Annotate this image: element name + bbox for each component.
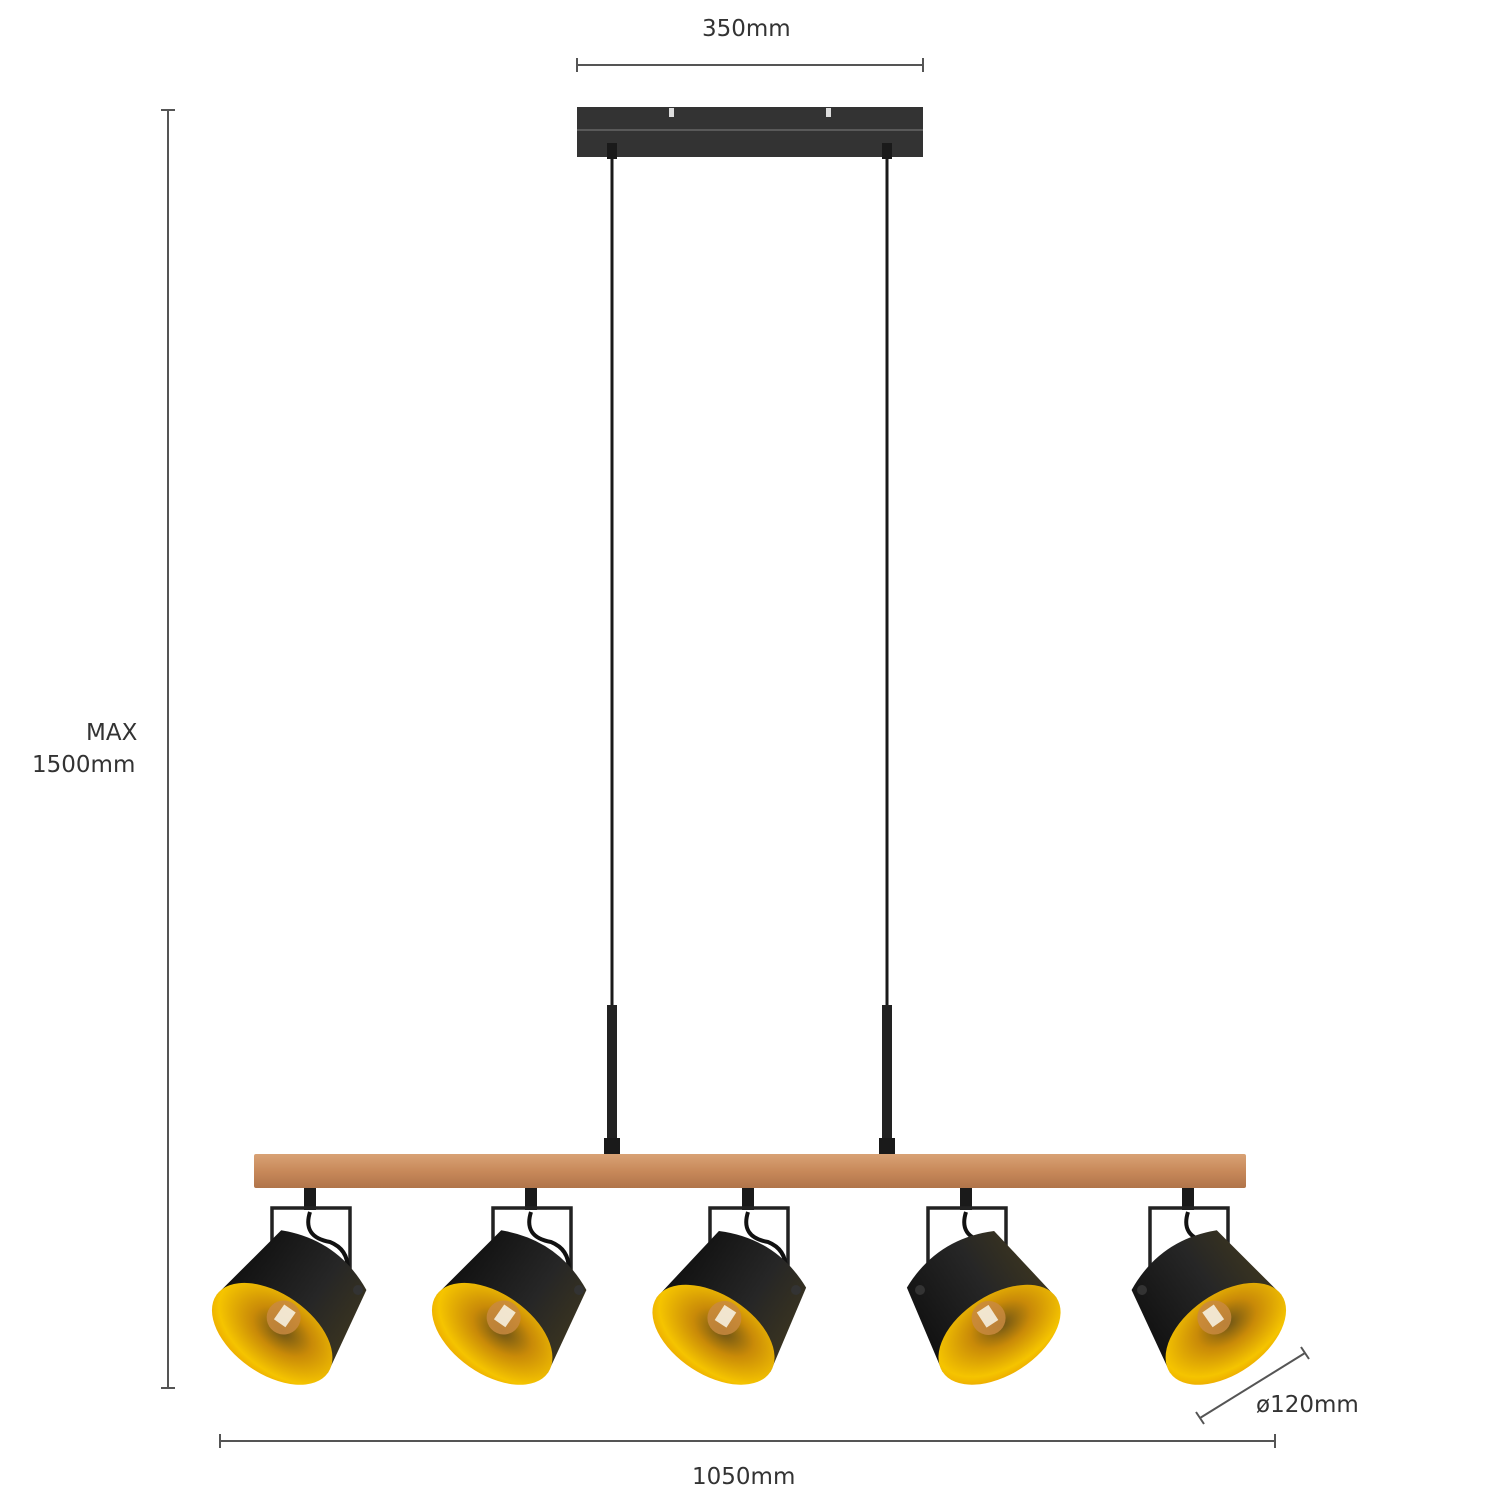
- spotlight-1: [193, 1188, 387, 1406]
- canopy-width-label: 350mm: [702, 16, 791, 42]
- max-height-label: 1500mm: [32, 752, 136, 778]
- spotlight-5: [1111, 1188, 1305, 1406]
- spotlights: [193, 1188, 1305, 1406]
- max-height-prefix: MAX: [86, 720, 138, 746]
- total-width-label: 1050mm: [692, 1464, 796, 1490]
- spotlight-3: [634, 1188, 827, 1406]
- ceiling-canopy: [577, 107, 923, 157]
- spotlight-4: [886, 1188, 1079, 1406]
- spotlight-2: [413, 1188, 607, 1406]
- shade-diameter-label: ø120mm: [1256, 1392, 1359, 1418]
- wooden-bar: [254, 1154, 1246, 1188]
- suspension-cables: [604, 143, 895, 1154]
- dimension-lines: [161, 58, 1310, 1448]
